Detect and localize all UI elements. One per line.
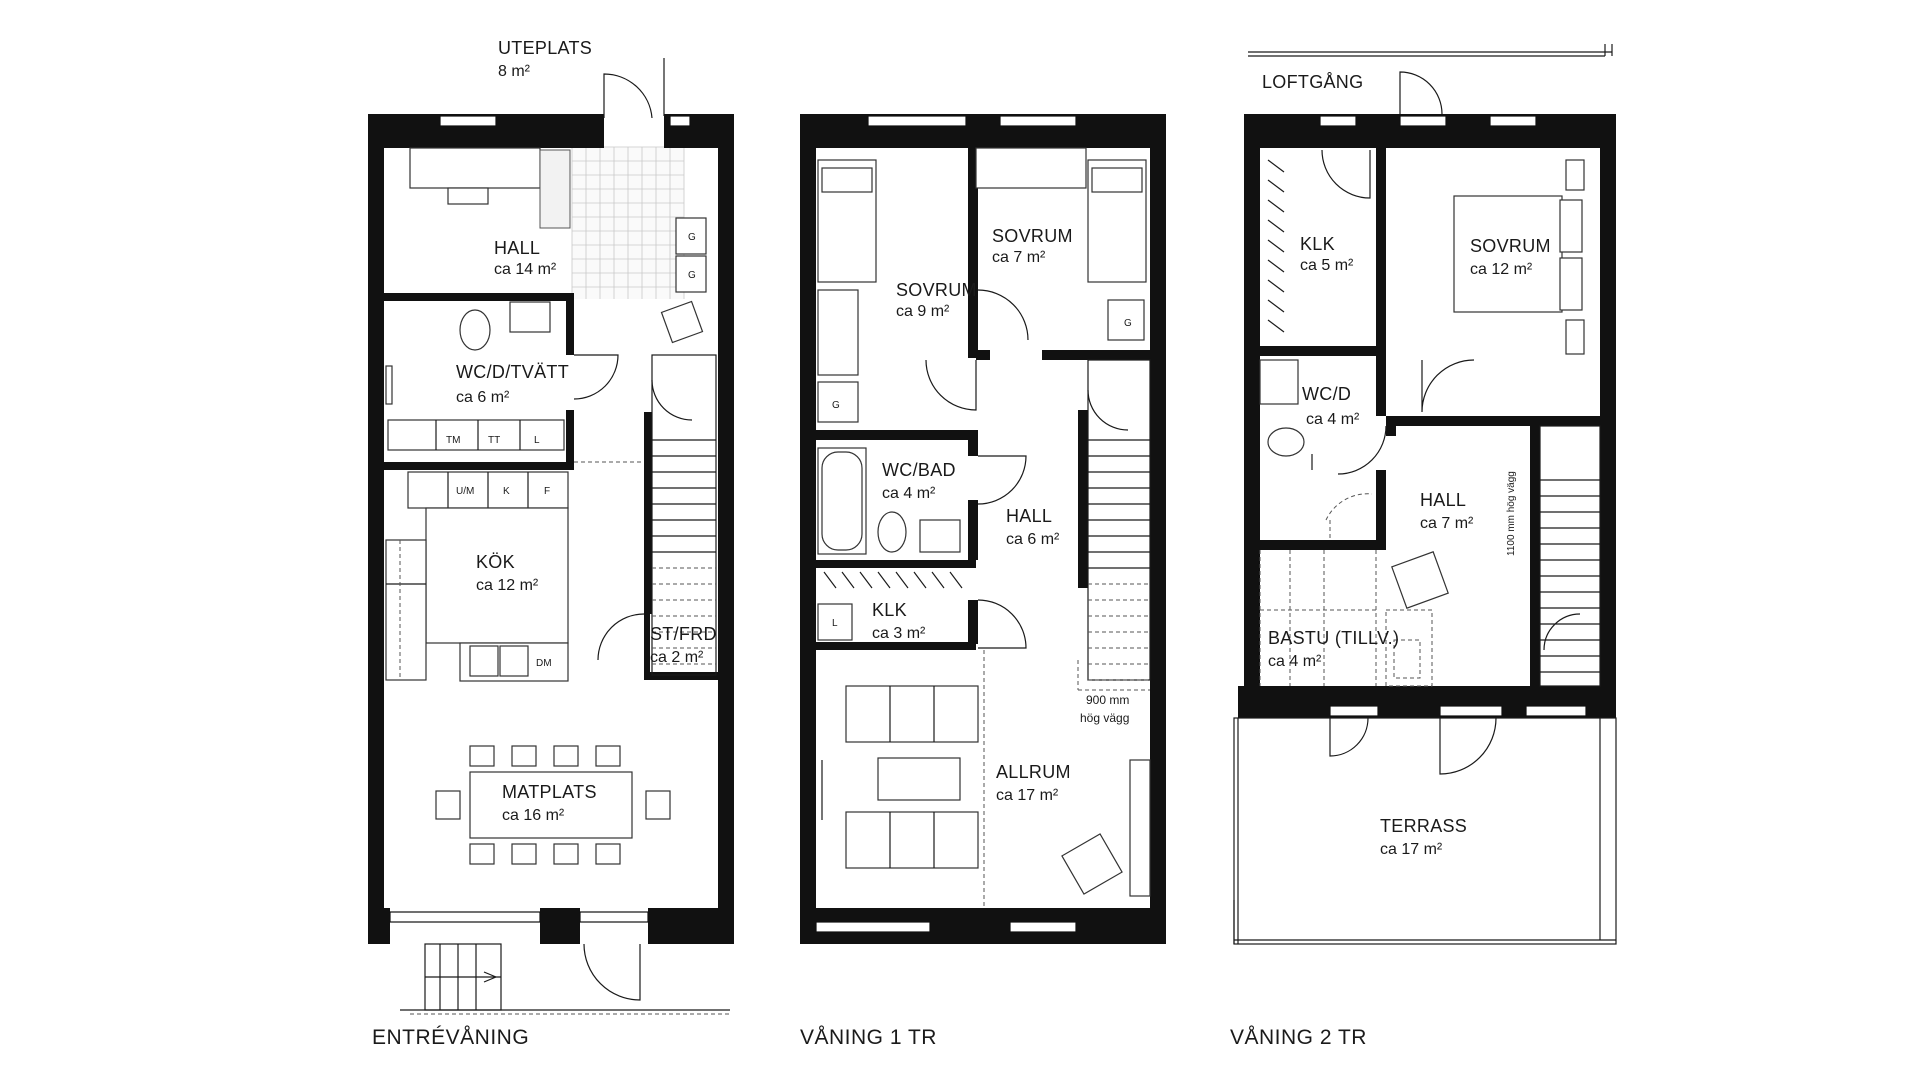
appliance-label: TT: [488, 435, 500, 446]
room-name-sovrum-12: SOVRUM: [1470, 236, 1551, 256]
hanger: [1267, 199, 1285, 213]
hanger: [1267, 279, 1285, 293]
room-name-sovrum-9: SOVRUM: [896, 280, 977, 300]
hanger: [1267, 319, 1285, 333]
room-area-kok: ca 12 m²: [476, 577, 539, 594]
room-name-st-frd: ST/FRD: [650, 624, 717, 644]
room-name-hall-entre: HALL: [494, 238, 540, 258]
stairs-entreplan: [651, 354, 717, 676]
room-area-sovrum-12: ca 12 m²: [1470, 261, 1533, 278]
room-area-hall-entre: ca 14 m²: [494, 261, 557, 278]
room-area-terrass: ca 17 m²: [1380, 841, 1443, 858]
room-name-hall-2: HALL: [1420, 490, 1466, 510]
dining-chair: [553, 745, 579, 767]
appliance-label: G: [688, 270, 696, 281]
dining-chair: [553, 843, 579, 865]
wall-note-1100: 1100 mm hög vägg: [1506, 471, 1517, 556]
floor-entreplan: [368, 58, 734, 1015]
appliance-label: K: [503, 486, 510, 497]
room-name-wc-d-tvatt: WC/D/TVÄTT: [456, 362, 569, 382]
floor-vaning-1: [800, 114, 1166, 944]
room-name-klk-2: KLK: [1300, 234, 1335, 254]
stairs-vaning-2: [1539, 425, 1601, 687]
appliance-label: F: [544, 486, 550, 497]
hanger: [949, 571, 963, 589]
hanger: [859, 571, 873, 589]
room-area-bastu: ca 4 m²: [1268, 653, 1322, 670]
room-area-matplats: ca 16 m²: [502, 807, 565, 824]
room-name-uteplats: UTEPLATS: [498, 38, 592, 58]
hanger: [877, 571, 891, 589]
dining-chair: [511, 843, 537, 865]
dining-chair: [435, 790, 461, 820]
room-name-bastu: BASTU (TILLV.): [1268, 628, 1399, 648]
room-area-wc-d-tvatt: ca 6 m²: [456, 389, 510, 406]
stairs-vaning-1: [1087, 359, 1151, 681]
appliance-label: G: [1124, 318, 1132, 329]
room-name-kok: KÖK: [476, 552, 515, 572]
hanger: [1267, 179, 1285, 193]
room-name-terrass: TERRASS: [1380, 816, 1467, 836]
appliance-label: G: [688, 232, 696, 243]
room-area-sovrum-7: ca 7 m²: [992, 249, 1046, 266]
room-name-wc-d-2: WC/D: [1302, 384, 1351, 404]
hanger: [895, 571, 909, 589]
appliance-label: TM: [446, 435, 460, 446]
hanger: [1267, 219, 1285, 233]
room-area-st-frd: ca 2 m²: [650, 649, 704, 666]
room-area-hall-1: ca 6 m²: [1006, 531, 1060, 548]
room-area-wc-d-2: ca 4 m²: [1306, 411, 1360, 428]
room-area-klk-1: ca 3 m²: [872, 625, 926, 642]
appliance-label: L: [832, 618, 838, 629]
room-area-klk-2: ca 5 m²: [1300, 257, 1354, 274]
appliance-label: G: [832, 400, 840, 411]
hanger: [1267, 259, 1285, 273]
room-name-allrum: ALLRUM: [996, 762, 1071, 782]
floor-title-vaning-1: VÅNING 1 TR: [800, 1026, 937, 1049]
room-name-matplats: MATPLATS: [502, 782, 597, 802]
appliance-label: L: [534, 435, 540, 446]
appliance-label: DM: [536, 658, 552, 669]
dining-chair: [469, 745, 495, 767]
room-area-allrum: ca 17 m²: [996, 787, 1059, 804]
room-area-uteplats: 8 m²: [498, 63, 531, 80]
wall-note-900: 900 mm: [1086, 693, 1129, 707]
room-area-sovrum-9: ca 9 m²: [896, 303, 950, 320]
room-name-wc-bad: WC/BAD: [882, 460, 956, 480]
hanger: [1267, 159, 1285, 173]
appliance-label: U/M: [456, 486, 474, 497]
hanger: [913, 571, 927, 589]
floor-vaning-2: [1233, 44, 1617, 945]
hanger: [931, 571, 945, 589]
dining-chair: [511, 745, 537, 767]
hanger: [823, 571, 837, 589]
floor-title-entreplan: ENTRÉVÅNING: [372, 1026, 529, 1049]
dining-chair: [469, 843, 495, 865]
hanger: [841, 571, 855, 589]
dining-chair: [595, 843, 621, 865]
hall-tile-grid: [571, 146, 685, 299]
room-name-sovrum-7: SOVRUM: [992, 226, 1073, 246]
hanger: [1267, 299, 1285, 313]
floor-title-vaning-2: VÅNING 2 TR: [1230, 1026, 1367, 1049]
room-name-loftgang: LOFTGÅNG: [1262, 72, 1363, 92]
dining-chair: [645, 790, 671, 820]
wall-note-hog-vagg: hög vägg: [1080, 711, 1129, 725]
room-name-hall-1: HALL: [1006, 506, 1052, 526]
dining-chair: [595, 745, 621, 767]
hanger: [1267, 239, 1285, 253]
room-area-hall-2: ca 7 m²: [1420, 515, 1474, 532]
room-name-klk-1: KLK: [872, 600, 907, 620]
room-area-wc-bad: ca 4 m²: [882, 485, 936, 502]
